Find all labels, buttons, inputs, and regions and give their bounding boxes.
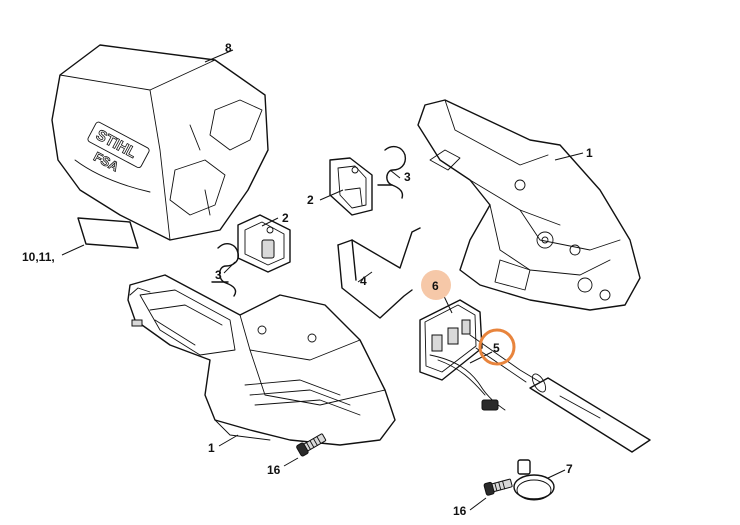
label-sticker-part [61,217,139,256]
callout-16-left: 16 [267,463,281,477]
callout-10-11: 10,11, [22,250,55,264]
screw-part-left [296,433,327,457]
screw-part-right [483,478,513,496]
switch-lever-part-lower [237,214,291,273]
wire-bracket-part [337,227,421,319]
callout-3-lower: 3 [215,268,222,282]
handle-shell-part-right [417,99,641,311]
torsion-spring-part-lower [211,243,240,297]
handle-shell-part-left [127,274,396,446]
drive-tube-part [469,334,651,453]
housing-cover-part: STIHL FSA [51,44,269,241]
callout-8: 8 [225,41,232,55]
callout-6-highlight[interactable] [421,270,451,300]
switch-block-part [419,299,506,411]
callout-2-upper: 2 [307,193,314,207]
callout-16-right: 16 [453,504,467,518]
clamp-part [513,459,555,501]
callout-6: 6 [432,279,439,293]
callout-5: 5 [493,341,500,355]
callout-1-lower: 1 [208,441,215,455]
switch-lever-part-upper [329,157,373,216]
torsion-spring-part-upper [377,145,407,199]
callout-5-highlight[interactable] [478,328,516,366]
callout-4: 4 [360,274,367,288]
callout-7: 7 [566,462,573,476]
callout-1-upper: 1 [586,146,593,160]
callout-2-lower: 2 [282,211,289,225]
callout-3-upper: 3 [404,170,411,184]
